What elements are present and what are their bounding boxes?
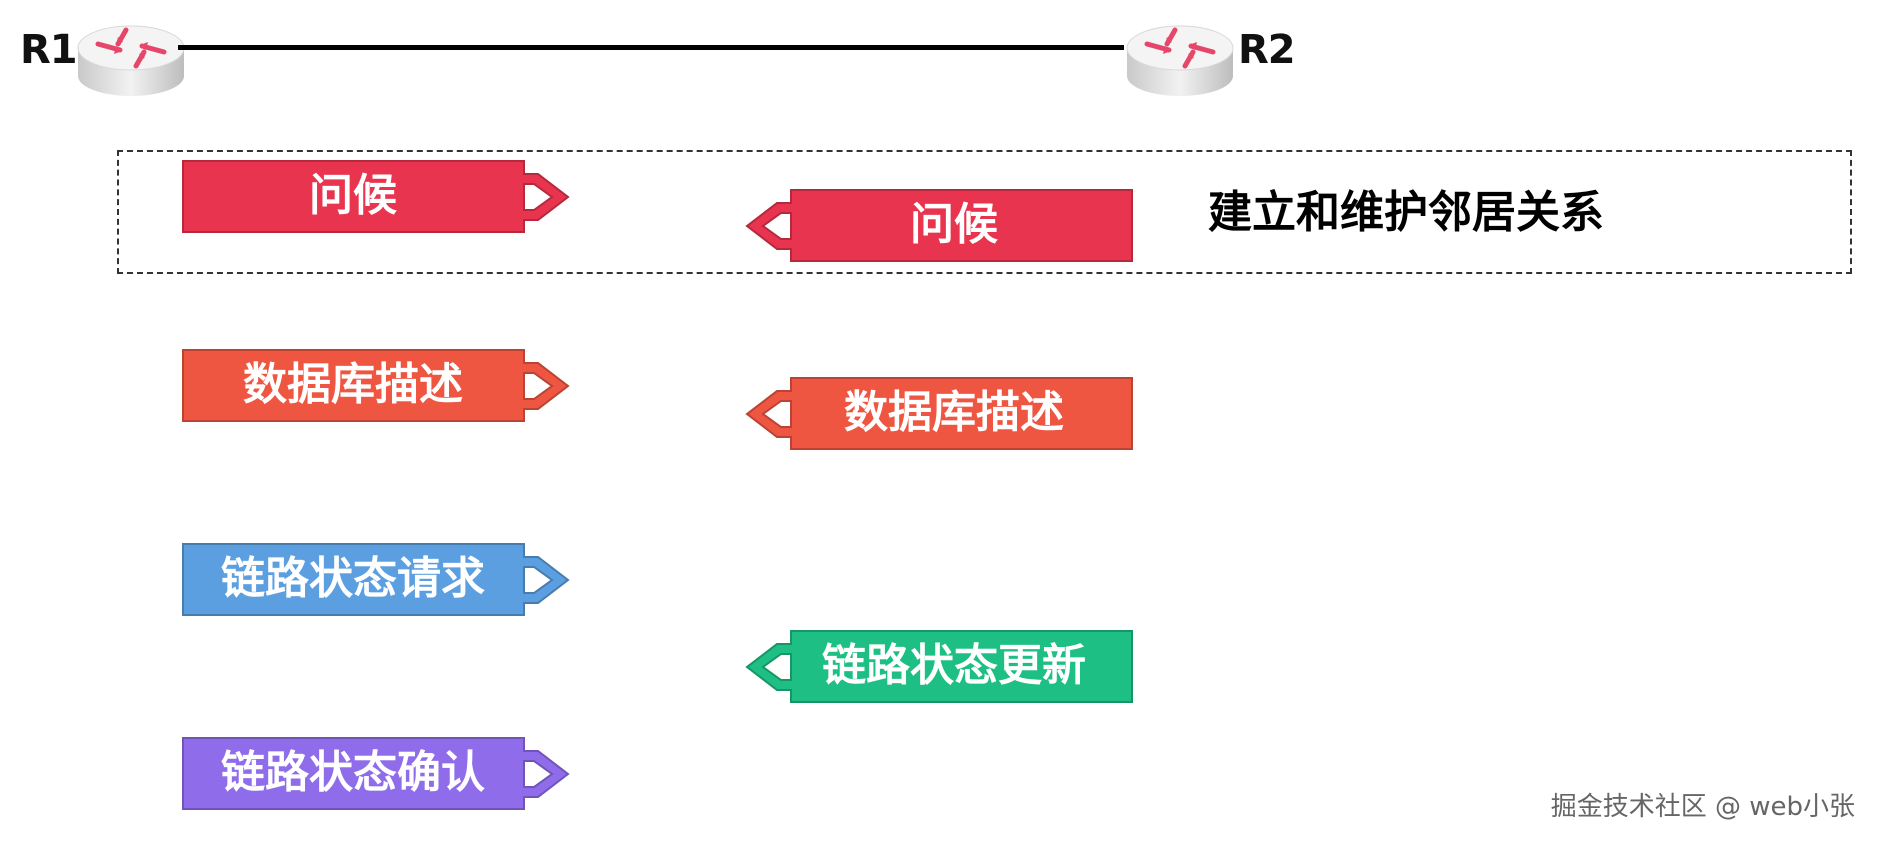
arrow-left-shape	[745, 377, 1133, 450]
msg-dbd-r2-to-r1: 数据库描述	[745, 377, 1133, 453]
msg-lsu-r2-to-r1: 链路状态更新	[745, 630, 1133, 706]
msg-label: 问候	[910, 199, 998, 250]
router-link-line	[178, 45, 1124, 50]
router-r2-icon	[1123, 14, 1237, 106]
msg-label: 链路状态请求	[221, 553, 485, 604]
msg-lsack-r1-to-r2: 链路状态确认	[182, 737, 570, 813]
arrow-left-shape	[745, 630, 1133, 703]
arrow-right-shape	[182, 737, 570, 810]
router-r1-label: R1	[20, 27, 78, 73]
router-r1-icon	[74, 14, 188, 106]
watermark: 掘金技术社区 @ web小张	[1550, 792, 1855, 822]
msg-label: 问候	[309, 170, 397, 221]
msg-lsr-r1-to-r2: 链路状态请求	[182, 543, 570, 619]
arrow-right-shape	[182, 160, 570, 233]
msg-hello-r1-to-r2: 问候	[182, 160, 570, 236]
msg-label: 链路状态确认	[221, 747, 485, 798]
router-r2-label: R2	[1238, 27, 1296, 73]
neighbor-group-label: 建立和维护邻居关系	[1208, 187, 1604, 238]
arrow-right-shape	[182, 543, 570, 616]
arrow-left-shape	[745, 189, 1133, 262]
msg-dbd-r1-to-r2: 数据库描述	[182, 349, 570, 425]
msg-hello-r2-to-r1: 问候	[745, 189, 1133, 265]
arrow-right-shape	[182, 349, 570, 422]
msg-label: 链路状态更新	[822, 640, 1086, 691]
msg-label: 数据库描述	[243, 359, 463, 410]
msg-label: 数据库描述	[844, 387, 1064, 438]
neighbor-group-box	[117, 150, 1852, 274]
